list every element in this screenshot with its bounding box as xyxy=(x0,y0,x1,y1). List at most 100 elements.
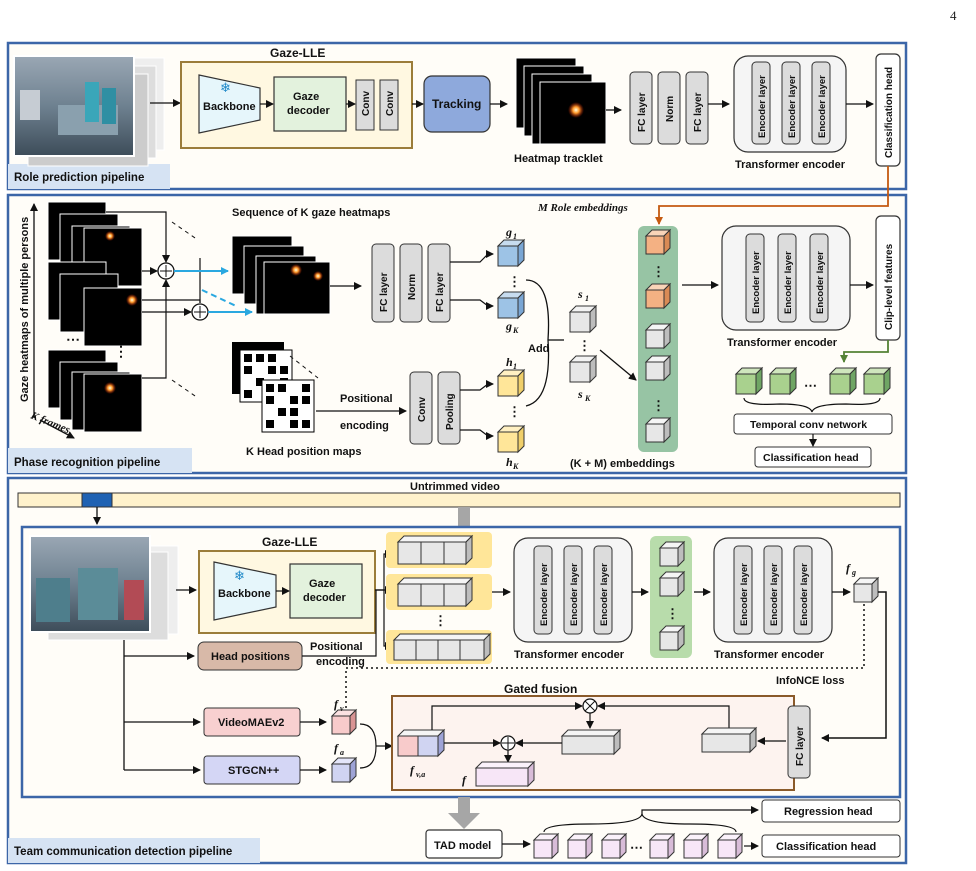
regression-head-label: Regression head xyxy=(784,806,873,818)
h-cube-1 xyxy=(496,368,526,398)
backbone-block xyxy=(198,74,261,134)
snowflake-icon-2: ❄ xyxy=(234,568,245,583)
tad-cubes xyxy=(532,832,744,860)
gaze-decoder-label-2a: Gaze xyxy=(309,578,335,590)
seq-k-heatmaps-label: Sequence of K gaze heatmaps xyxy=(232,207,390,219)
h1-subscript: 1 xyxy=(513,362,517,371)
emb-vdots-2: ⋮ xyxy=(652,398,665,413)
conv-label-1: Conv xyxy=(361,91,372,116)
encoding-label-1: encoding xyxy=(340,420,389,432)
encoder-layer-1a: Encoder layer xyxy=(757,75,768,138)
gaze-decoder-label-2b: decoder xyxy=(303,592,347,604)
fc-layer-label-5: FC layer xyxy=(795,726,806,766)
gaze-decoder-block xyxy=(273,76,347,132)
h-cube-k xyxy=(496,424,526,454)
transformer-encoder-label-3: Transformer encoder xyxy=(514,649,625,661)
head-position-maps xyxy=(232,342,315,433)
section-label-role: Role prediction pipeline xyxy=(14,172,144,184)
gaze-decoder-label-2: decoder xyxy=(287,105,331,117)
s-cube-k xyxy=(568,354,598,384)
clip-level-features-label: Clip-level features xyxy=(884,243,895,330)
untrimmed-video-bar xyxy=(17,492,901,508)
f-symbol: f xyxy=(462,773,467,787)
videomaev2-label: VideoMAEv2 xyxy=(218,717,284,729)
classification-head-block-3 xyxy=(761,834,901,858)
g-cube-k xyxy=(496,290,526,320)
f-output-cube xyxy=(474,760,536,788)
section-label-team: Team communication detection pipeline xyxy=(14,846,232,858)
hk-symbol: h xyxy=(506,455,513,469)
transformer-encoder-label-4: Transformer encoder xyxy=(714,649,825,661)
backbone-block-2 xyxy=(213,561,277,621)
heatmap-stack-top xyxy=(47,201,143,287)
fc-layer-label-2: FC layer xyxy=(693,92,704,132)
heatmap-tracklet-label: Heatmap tracklet xyxy=(514,153,603,165)
teal-cubes xyxy=(734,366,892,396)
fva-subscript: v,a xyxy=(416,770,425,779)
gaze-embedding-cubes xyxy=(658,540,686,652)
pooling-block xyxy=(437,371,461,445)
feature-stacks xyxy=(386,532,492,664)
classification-head-label-1: Classification head xyxy=(884,67,895,158)
encoder-layer-3b: Encoder layer xyxy=(569,563,580,626)
heatmap-stack-bottom xyxy=(47,349,143,433)
emb-vdots-1: ⋮ xyxy=(652,264,665,279)
encoder-layer-4a: Encoder layer xyxy=(739,563,750,626)
fc-layer-block-1 xyxy=(629,71,653,145)
fa-subscript: a xyxy=(340,748,344,757)
fva-cube xyxy=(396,728,446,758)
fc-layer-block-4 xyxy=(427,243,451,323)
transformer-encoder-label-2: Transformer encoder xyxy=(727,337,838,349)
sequence-heatmaps xyxy=(231,235,331,315)
g1-subscript: 1 xyxy=(513,232,517,241)
backbone-label-2: Backbone xyxy=(218,588,271,600)
sk-symbol: s xyxy=(577,387,583,401)
gated-cube-1 xyxy=(560,728,622,756)
conv-label-2: Conv xyxy=(385,91,396,116)
conv-block-2 xyxy=(379,79,399,131)
fa-symbol: f xyxy=(334,741,339,755)
fg-subscript: g xyxy=(851,568,856,577)
fv-subscript: v xyxy=(340,704,344,713)
h1-symbol: h xyxy=(506,355,513,369)
encoder-layer-1b: Encoder layer xyxy=(787,75,798,138)
k-head-position-maps-label: K Head position maps xyxy=(246,446,362,458)
norm-label-2: Norm xyxy=(407,274,418,300)
fv-cube xyxy=(330,708,358,736)
encoding-label-2: encoding xyxy=(316,656,365,668)
fg-cube xyxy=(852,576,880,604)
fg-symbol: f xyxy=(846,561,851,575)
section-team-communication: Team communication detection pipeline Un… xyxy=(6,476,908,865)
gaze-heatmaps-multi-label: Gaze heatmaps of multiple persons xyxy=(19,217,31,402)
conv-block-1 xyxy=(355,79,375,131)
fc-layer-block-3 xyxy=(371,243,395,323)
encoder-layer-4c: Encoder layer xyxy=(799,563,810,626)
classification-head-label-3: Classification head xyxy=(776,841,876,853)
encoder-layer-1c: Encoder layer xyxy=(817,75,828,138)
classification-head-label-2: Classification head xyxy=(763,452,859,464)
gaze-emb-vdots: ⋮ xyxy=(666,606,679,621)
page-number: 4 xyxy=(950,8,957,23)
fva-symbol: f xyxy=(410,763,415,777)
or-video-frames xyxy=(13,55,165,167)
feature-vdots: ⋮ xyxy=(434,613,447,628)
hk-subscript: K xyxy=(512,462,519,471)
fc-layer-label-1: FC layer xyxy=(637,92,648,132)
sk-subscript: K xyxy=(584,394,591,403)
norm-label-1: Norm xyxy=(665,96,676,122)
fc-layer-block-2 xyxy=(685,71,709,145)
encoder-layer-3a: Encoder layer xyxy=(539,563,550,626)
h-vdots: ⋮ xyxy=(508,404,521,419)
pooling-label: Pooling xyxy=(445,393,456,430)
encoder-layer-3c: Encoder layer xyxy=(599,563,610,626)
s-cube-1 xyxy=(568,304,598,334)
section-role-prediction: Role prediction pipeline Gaze-LLE ❄ Back… xyxy=(6,41,908,191)
temporal-conv-network-label: Temporal conv network xyxy=(750,419,867,431)
backbone-label: Backbone xyxy=(203,101,256,113)
gaze-decoder-label-1: Gaze xyxy=(293,91,319,103)
section-phase-recognition: Phase recognition pipeline M Role embedd… xyxy=(6,166,908,475)
gaze-lle-title: Gaze-LLE xyxy=(270,46,325,60)
encoder-layer-2c: Encoder layer xyxy=(815,251,826,314)
fv-symbol: f xyxy=(334,697,339,711)
